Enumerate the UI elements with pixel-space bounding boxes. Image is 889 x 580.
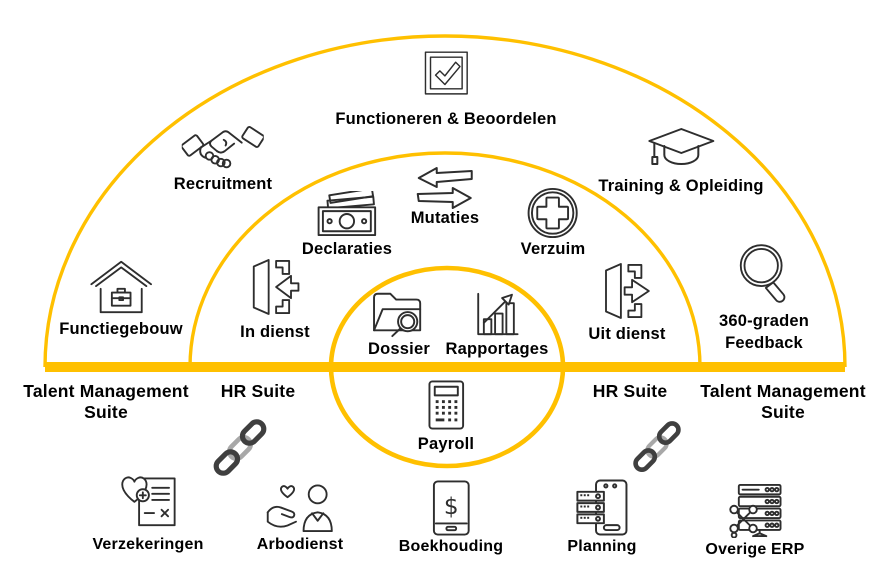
external-label: Arbodienst (256, 536, 344, 553)
external-label: Verzekeringen (92, 536, 204, 553)
calculator-icon (428, 380, 464, 430)
door-exit-icon (604, 263, 650, 319)
item-label: Mutaties (410, 209, 480, 227)
item-label: Functiegebouw (59, 320, 183, 338)
item-payroll: Payroll (418, 380, 474, 453)
house-briefcase-icon (90, 260, 152, 314)
item-verzuim: Verzuim (521, 187, 586, 258)
graduation-cap-icon (648, 128, 714, 165)
external-boekhouding: $ Boekhouding (399, 480, 503, 556)
item-in-dienst: In dienst (240, 257, 310, 341)
item-label: Uit dienst (588, 325, 666, 343)
external-label: Boekhouding (398, 538, 504, 555)
item-label: Rapportages (445, 340, 549, 358)
tablet-dollar-icon: $ (432, 480, 470, 536)
folder-search-icon (373, 292, 422, 338)
external-label: Planning (567, 538, 637, 555)
suite-line1: Talent Management (700, 381, 866, 401)
server-tools-icon (729, 483, 782, 538)
item-label: Payroll (417, 435, 475, 453)
item-label: In dienst (240, 323, 310, 341)
svg-text:$: $ (444, 493, 459, 520)
integration-link-right (630, 420, 684, 474)
label-line1: 360-graden (718, 312, 810, 330)
external-planning: Planning (567, 479, 636, 556)
magnifier-icon (739, 244, 786, 303)
outer-arc-talent-management (43, 34, 847, 368)
item-functiegebouw: Functiegebouw (59, 259, 183, 338)
item-label: Dossier (368, 340, 430, 358)
item-label: Recruitment (173, 175, 273, 193)
middle-arc-hr-suite (188, 151, 702, 368)
item-label: Declaraties (301, 240, 393, 258)
item-training-opleiding: Training & Opleiding (598, 127, 763, 195)
item-mutaties: Mutaties (411, 167, 480, 227)
external-label: Overige ERP (705, 541, 805, 558)
checkbox-icon (424, 51, 468, 95)
medical-cross-icon (527, 187, 579, 239)
item-dossier: Dossier (368, 288, 430, 358)
item-label: Verzuim (520, 240, 586, 258)
suite-line2: Suite (761, 402, 805, 422)
item-label: Training & Opleiding (598, 177, 764, 195)
exchange-arrows-icon (417, 167, 473, 209)
care-hand-person-icon (267, 484, 333, 533)
phone-schedule-icon (576, 479, 628, 536)
growth-chart-icon (477, 292, 519, 336)
suite-label-hr-suite-right: HR Suite (592, 381, 668, 401)
suite-label-hr-suite-left: HR Suite (220, 381, 296, 401)
external-arbodienst: Arbodienst (257, 484, 343, 554)
suite-line2: Suite (84, 402, 128, 422)
handshake-icon (181, 126, 264, 169)
item-label: Functioneren & Beoordelen (335, 110, 557, 128)
item-declaraties: Declaraties (302, 191, 392, 258)
chain-link-icon (213, 419, 267, 476)
item-functioneren-beoordelen: Functioneren & Beoordelen (335, 50, 556, 128)
integration-link-left (210, 418, 270, 478)
external-overige-erp: Overige ERP (705, 483, 804, 559)
banknote-icon (317, 191, 377, 237)
health-insurance-document-icon (120, 476, 176, 527)
external-verzekeringen: Verzekeringen (92, 470, 203, 554)
label-line2: Feedback (725, 334, 803, 352)
door-enter-icon (252, 259, 300, 315)
item-uit-dienst: Uit dienst (588, 261, 665, 343)
suite-line1: Talent Management (23, 381, 189, 401)
item-recruitment: Recruitment (174, 118, 272, 193)
item-rapportages: Rapportages (445, 291, 548, 358)
chain-link-icon (633, 421, 681, 473)
